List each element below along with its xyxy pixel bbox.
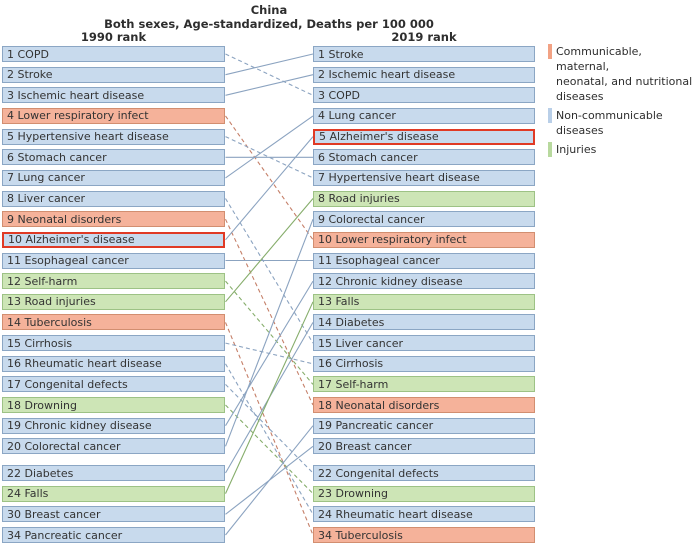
rank-item-right-4[interactable]: 4 Lung cancer xyxy=(313,107,535,124)
rank-item-right-1[interactable]: 1 Stroke xyxy=(313,46,535,62)
rank-item-right-17[interactable]: 17 Self-harm xyxy=(313,376,535,393)
connector-line-chronic-kidney-disease xyxy=(225,280,314,426)
connector-line-stroke xyxy=(225,53,314,76)
rank-item-left-13[interactable]: 13 Road injuries xyxy=(2,293,225,310)
rank-item-left-16[interactable]: 16 Rheumatic heart disease xyxy=(2,355,225,372)
rank-item-right-23[interactable]: 23 Drowning xyxy=(313,485,535,502)
rank-item-left-8[interactable]: 8 Liver cancer xyxy=(2,190,225,207)
rank-item-left-22[interactable]: 22 Diabetes xyxy=(2,465,225,481)
rank-item-right-19[interactable]: 19 Pancreatic cancer xyxy=(313,417,535,434)
connector-line-congenital-defects xyxy=(225,384,314,474)
connector-line-hypertensive-heart-disease xyxy=(225,136,314,179)
rank-item-left-2[interactable]: 2 Stroke xyxy=(2,66,225,83)
rank-item-right-7[interactable]: 7 Hypertensive heart disease xyxy=(313,169,535,186)
connector-line-self-harm xyxy=(225,280,314,385)
rank-item-right-24[interactable]: 24 Rheumatic heart disease xyxy=(313,506,535,523)
legend-swatch-inj xyxy=(548,142,552,157)
rank-item-left-20[interactable]: 20 Colorectal cancer xyxy=(2,438,225,455)
rank-item-left-18[interactable]: 18 Drowning xyxy=(2,397,225,413)
rank-item-left-11[interactable]: 11 Esophageal cancer xyxy=(2,252,225,269)
rank-item-left-1[interactable]: 1 COPD xyxy=(2,46,225,62)
connector-line-colorectal-cancer xyxy=(224,219,314,447)
connector-line-liver-cancer xyxy=(225,198,314,344)
rank-item-right-20[interactable]: 20 Breast cancer xyxy=(313,438,535,455)
rank-item-left-7[interactable]: 7 Lung cancer xyxy=(2,169,225,186)
rank-item-right-2[interactable]: 2 Ischemic heart disease xyxy=(313,66,535,83)
rank-item-right-12[interactable]: 12 Chronic kidney disease xyxy=(313,273,535,290)
rank-item-left-17[interactable]: 17 Congenital defects xyxy=(2,376,225,393)
connector-line-diabetes xyxy=(225,322,314,474)
rank-item-left-19[interactable]: 19 Chronic kidney disease xyxy=(2,417,225,434)
connector-line-lung-cancer xyxy=(225,115,314,179)
rank-item-right-6[interactable]: 6 Stomach cancer xyxy=(313,149,535,166)
connector-line-cirrhosis xyxy=(225,342,314,365)
rank-item-left-10[interactable]: 10 Alzheimer's disease xyxy=(2,231,225,248)
connector-line-tuberculosis xyxy=(224,322,314,536)
legend-swatch-cmnn xyxy=(548,44,552,59)
legend-swatch-ncd xyxy=(548,108,552,123)
rank-item-left-4[interactable]: 4 Lower respiratory infect xyxy=(2,107,225,124)
rank-item-right-34[interactable]: 34 Tuberculosis xyxy=(313,527,535,543)
rank-item-left-15[interactable]: 15 Cirrhosis xyxy=(2,335,225,352)
category-legend: Communicable, maternal,neonatal, and nut… xyxy=(548,44,698,161)
connector-line-falls xyxy=(224,301,314,494)
rank-item-right-11[interactable]: 11 Esophageal cancer xyxy=(313,252,535,269)
connector-line-copd xyxy=(225,53,314,96)
connector-line-lower-respiratory-infect xyxy=(225,115,314,241)
rank-item-left-6[interactable]: 6 Stomach cancer xyxy=(2,149,225,166)
rank-item-right-3[interactable]: 3 COPD xyxy=(313,87,535,104)
connector-line-road-injuries xyxy=(225,198,314,303)
rank-item-left-30[interactable]: 30 Breast cancer xyxy=(2,506,225,523)
rank-item-left-9[interactable]: 9 Neonatal disorders xyxy=(2,211,225,228)
rank-item-left-24[interactable]: 24 Falls xyxy=(2,485,225,502)
legend-entry-ncd: Non-communicable diseases xyxy=(548,108,698,138)
rank-item-right-14[interactable]: 14 Diabetes xyxy=(313,314,535,331)
connector-line-pancreatic-cancer xyxy=(225,425,314,536)
connector-line-rheumatic-heart-disease xyxy=(225,363,314,515)
legend-label-cmnn: Communicable, maternal,neonatal, and nut… xyxy=(556,45,693,103)
connector-line-breast-cancer xyxy=(225,445,314,515)
rank-item-left-12[interactable]: 12 Self-harm xyxy=(2,273,225,290)
connector-line-ischemic-heart-disease xyxy=(225,74,314,96)
chart-subtitle: Both sexes, Age-standardized, Deaths per… xyxy=(104,17,434,31)
connector-line-neonatal-disorders xyxy=(225,218,314,406)
rank-item-left-34[interactable]: 34 Pancreatic cancer xyxy=(2,527,225,543)
legend-label-ncd: Non-communicable diseases xyxy=(556,109,663,137)
chart-title: China xyxy=(250,3,288,17)
rank-item-right-5[interactable]: 5 Alzheimer's disease xyxy=(313,128,535,145)
legend-label-inj: Injuries xyxy=(556,143,597,156)
right-column-header: 2019 rank xyxy=(391,30,457,44)
legend-entry-inj: Injuries xyxy=(548,142,698,157)
rank-item-right-10[interactable]: 10 Lower respiratory infect xyxy=(313,231,535,248)
rank-item-left-3[interactable]: 3 Ischemic heart disease xyxy=(2,87,225,104)
rank-item-right-18[interactable]: 18 Neonatal disorders xyxy=(313,397,535,413)
rank-item-right-13[interactable]: 13 Falls xyxy=(313,293,535,310)
rank-item-left-5[interactable]: 5 Hypertensive heart disease xyxy=(2,128,225,145)
rank-item-right-8[interactable]: 8 Road injuries xyxy=(313,190,535,207)
connector-line-alzheimer-s-disease xyxy=(225,136,314,241)
left-column-header: 1990 rank xyxy=(80,30,147,44)
rank-item-right-15[interactable]: 15 Liver cancer xyxy=(313,335,535,352)
rank-item-left-14[interactable]: 14 Tuberculosis xyxy=(2,314,225,331)
legend-entry-cmnn: Communicable, maternal,neonatal, and nut… xyxy=(548,44,698,104)
rank-item-right-22[interactable]: 22 Congenital defects xyxy=(313,465,535,481)
rank-item-right-16[interactable]: 16 Cirrhosis xyxy=(313,355,535,372)
rank-item-right-9[interactable]: 9 Colorectal cancer xyxy=(313,211,535,228)
connector-line-drowning xyxy=(225,404,314,494)
